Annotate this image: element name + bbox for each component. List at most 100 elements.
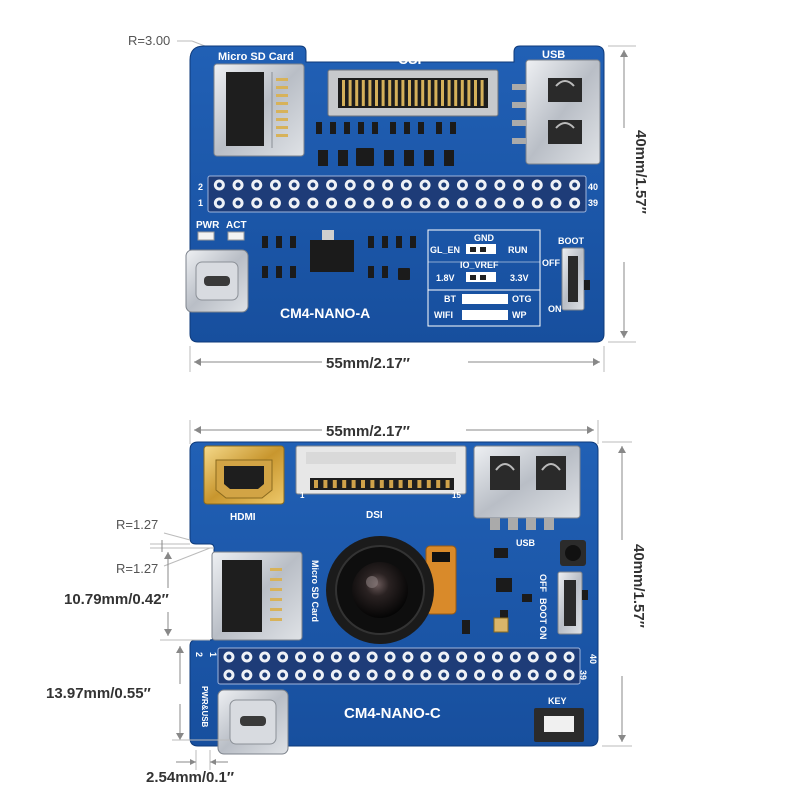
board-c-hdmi-label: HDMI: [230, 512, 256, 523]
header-hole: [262, 672, 268, 678]
header-hole: [385, 182, 391, 188]
board-c-usb-c-port: [217, 689, 289, 755]
board-a-radius-label: R=3.00: [128, 33, 170, 48]
board-a-gnd-label: GND: [474, 233, 495, 243]
board-c-pin40-label: 40: [588, 654, 598, 664]
header-hole: [298, 672, 304, 678]
board-a-height-dimension: [608, 45, 636, 343]
board-c-pitch-label: 2.54mm/0.1″: [146, 769, 234, 786]
board-c-usb-connector: [473, 445, 581, 530]
dsi-pin: [370, 480, 375, 488]
header-hole: [351, 672, 357, 678]
header-hole: [291, 200, 297, 206]
header-hole: [280, 672, 286, 678]
csi-pin: [375, 80, 378, 106]
header-hole: [216, 182, 222, 188]
board-a-act-led-label: ACT: [226, 220, 247, 231]
header-hole: [441, 200, 447, 206]
header-hole: [534, 200, 540, 206]
header-hole: [235, 200, 241, 206]
header-hole: [477, 672, 483, 678]
csi-pin: [368, 80, 372, 106]
csi-pin: [434, 80, 438, 106]
dsi-pin: [351, 480, 356, 488]
board-c-key-label: KEY: [548, 696, 567, 706]
board-c-boot-label: BOOT: [538, 598, 548, 625]
dsi-pin: [436, 480, 441, 488]
board-c-pin39-label: 39: [578, 670, 588, 680]
board-c-boot-off-label: OFF: [538, 574, 548, 592]
board-a-wifi-label: WIFI: [434, 310, 453, 320]
header-hole: [226, 672, 232, 678]
csi-pin: [467, 80, 471, 106]
header-hole: [405, 654, 411, 660]
header-hole: [235, 182, 241, 188]
header-hole: [497, 200, 503, 206]
header-hole: [262, 654, 268, 660]
board-a-boot-label: BOOT: [558, 236, 585, 246]
board-a-pwr-led: [197, 231, 215, 241]
board-a-io-vref-label: IO_VREF: [460, 260, 499, 270]
board-c-width-dimension: [189, 420, 599, 444]
header-hole: [530, 672, 536, 678]
header-hole: [272, 182, 278, 188]
dsi-pin: [379, 480, 384, 488]
board-a-gpio-header: [207, 175, 587, 213]
board-c-notch-height-label: 10.79mm/0.42″: [64, 591, 169, 608]
csi-pin: [408, 80, 411, 106]
board-c-usb-label: USB: [516, 538, 536, 548]
header-hole: [572, 182, 578, 188]
csi-pin: [441, 80, 444, 106]
header-hole: [329, 182, 335, 188]
header-hole: [534, 182, 540, 188]
csi-pin: [421, 80, 425, 106]
header-hole: [403, 182, 409, 188]
board-a-pin1-label: 1: [198, 198, 203, 208]
board-a-width-label: 55mm/2.17″: [326, 355, 410, 372]
csi-pin: [454, 80, 458, 106]
header-hole: [369, 654, 375, 660]
header-hole: [315, 654, 321, 660]
board-c-passives: [462, 548, 532, 634]
board-c-dsi-pin15-label: 15: [452, 491, 461, 500]
board-a-pwr-led-label: PWR: [196, 220, 220, 231]
board-c-pin2-label: 2: [194, 652, 204, 657]
header-hole: [459, 200, 465, 206]
header-hole: [422, 182, 428, 188]
board-a-pin2-label: 2: [198, 182, 203, 192]
header-hole: [553, 182, 559, 188]
board-c-height-dimension: [602, 441, 632, 747]
header-hole: [329, 200, 335, 206]
csi-pin: [474, 80, 477, 106]
board-c-r1-label: R=1.27: [116, 517, 158, 532]
header-hole: [244, 654, 250, 660]
header-hole: [280, 654, 286, 660]
board-a-boot-switch: [561, 247, 590, 311]
board-c-dsi-connector: [295, 445, 467, 495]
header-hole: [254, 182, 260, 188]
header-hole: [385, 200, 391, 206]
board-c-camera-module: [326, 536, 457, 644]
header-hole: [366, 200, 372, 206]
board-a-height-label: 40mm/1.57″: [632, 130, 649, 214]
header-hole: [387, 654, 393, 660]
header-hole: [347, 182, 353, 188]
header-hole: [548, 654, 554, 660]
board-a-usb-connector: [512, 59, 601, 165]
board-a-csi-connector: [327, 69, 499, 117]
board-a-gl-en-label: GL_EN: [430, 245, 460, 255]
header-hole: [351, 654, 357, 660]
board-c-hdmi-connector: [203, 445, 285, 505]
board-a-name: CM4-NANO-A: [280, 305, 370, 321]
header-hole: [516, 182, 522, 188]
header-hole: [459, 654, 465, 660]
board-a-pin40-label: 40: [588, 182, 598, 192]
header-hole: [497, 182, 503, 188]
board-a-wp-label: WP: [512, 310, 527, 320]
header-hole: [291, 182, 297, 188]
header-hole: [333, 654, 339, 660]
board-a-1v8-label: 1.8V: [436, 273, 455, 283]
header-hole: [387, 672, 393, 678]
header-hole: [315, 672, 321, 678]
header-hole: [347, 200, 353, 206]
